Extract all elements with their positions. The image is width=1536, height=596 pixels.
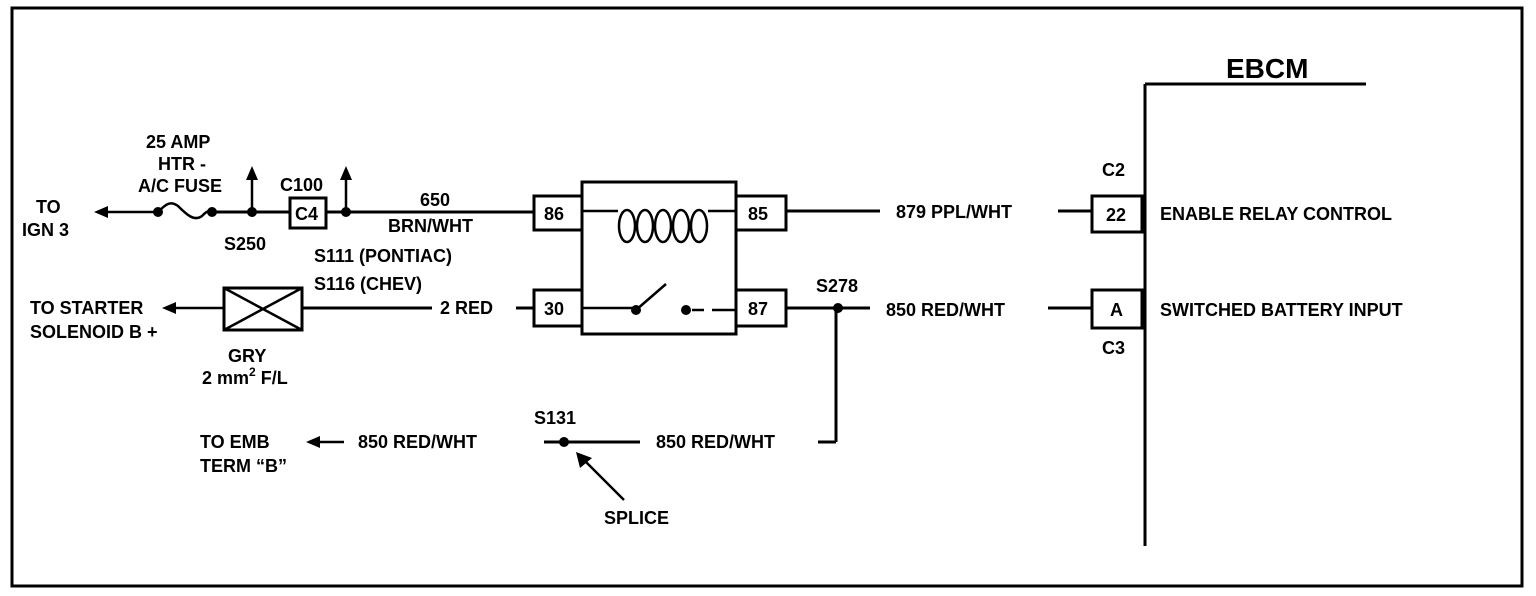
wire-850-left-label: 850 RED/WHT [358,432,477,452]
ebcm-pin-22-label: 22 [1106,205,1126,225]
arrow-left-icon [162,302,176,314]
ebcm-pin-a-label: A [1110,300,1123,320]
relay-pin-86-label: 86 [544,204,564,224]
connector-c4: C4 C100 [280,175,328,230]
ebcm-module: EBCM [1143,53,1366,546]
s116-label: S116 (CHEV) [314,274,422,294]
s250-label: S250 [224,234,266,254]
feed-label-line2: IGN 3 [22,220,69,240]
diagram-frame [10,6,1524,588]
starter-label-line1: TO STARTER [30,298,143,318]
starter-label-line2: SOLENOID B + [30,322,158,342]
ign3-feed: TO IGN 3 [22,197,163,240]
emb-label-line2: TERM “B” [200,456,287,476]
s111-label: S111 (PONTIAC) [314,246,452,266]
arrow-left-icon [306,436,320,448]
wire-2red-label: 2 RED [440,298,493,318]
fuse-rating: 25 AMP [146,132,210,152]
arrow-up-icon [246,166,258,180]
ebcm-title: EBCM [1226,53,1308,84]
pin22-desc: ENABLE RELAY CONTROL [1160,204,1392,224]
pinA-desc: SWITCHED BATTERY INPUT [1160,300,1403,320]
starter-feed: TO STARTER SOLENOID B + [30,298,224,342]
s131-label: S131 [534,408,576,428]
relay-coil [617,208,709,244]
fusible-link: GRY 2 mm2 F/L [202,286,304,388]
relay-switch [582,283,736,315]
fuse-symbol: 25 AMP HTR - A/C FUSE [138,132,222,220]
ebcm-pin-a: A C3 SWITCHED BATTERY INPUT [1090,288,1403,358]
relay-pin-86 [532,194,584,232]
fuse-name-line1: HTR - [158,154,206,174]
fusible-size: 2 mm2 F/L [202,365,288,388]
splice-s111: S111 (PONTIAC) S116 (CHEV) [314,166,452,294]
splice-callout: SPLICE [576,452,669,528]
c2-label: C2 [1102,160,1125,180]
c100-label: C100 [280,175,323,195]
fusible-color: GRY [228,346,266,366]
ebcm-pin-22: 22 C2 ENABLE RELAY CONTROL [1090,160,1392,234]
relay-pin-87-label: 87 [748,299,768,319]
feed-label-line1: TO [36,197,61,217]
wire-850-right-label: 850 RED/WHT [656,432,775,452]
arrow-up-icon [340,166,352,180]
arrow-icon [576,452,592,468]
fuse-name-line2: A/C FUSE [138,176,222,196]
wire-650-color: BRN/WHT [388,216,473,236]
s278-label: S278 [816,276,858,296]
relay-pin-85 [734,194,788,232]
c3-label: C3 [1102,338,1125,358]
relay-pin-30-label: 30 [544,299,564,319]
wire-650-number: 650 [420,190,450,210]
wire-850-module-label: 850 RED/WHT [886,300,1005,320]
wire-879-label: 879 PPL/WHT [896,202,1012,222]
relay: 86 85 30 87 [532,180,788,336]
arrow-left-icon [94,206,108,218]
c4-label: C4 [295,204,318,224]
splice-s250: S250 [224,166,266,254]
splice-s131: S131 [534,408,576,447]
emb-label-line1: TO EMB [200,432,270,452]
relay-pin-85-label: 85 [748,204,768,224]
splice-callout-label: SPLICE [604,508,669,528]
